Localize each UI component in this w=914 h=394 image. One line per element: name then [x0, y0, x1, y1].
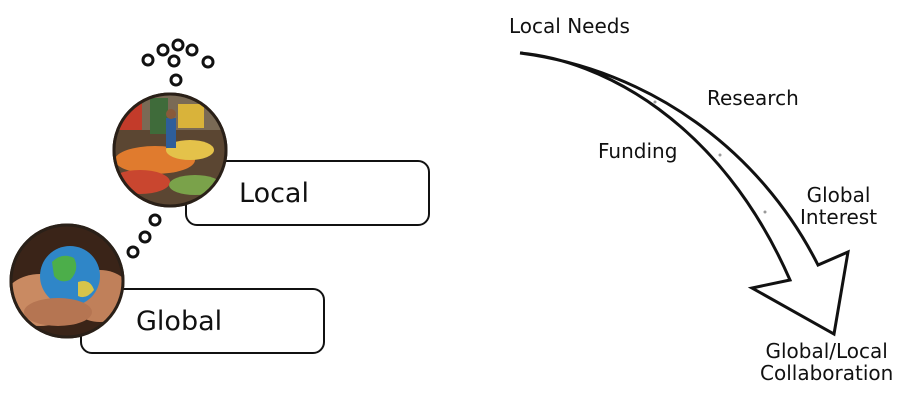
research-label: Research	[707, 86, 799, 110]
arrow-speckles	[653, 100, 767, 214]
funding-label: Funding	[598, 139, 678, 163]
flow-end-label: Global/Local Collaboration	[760, 340, 893, 385]
global-photo-frame-overlay	[9, 223, 125, 339]
flow-end-line2: Collaboration	[760, 361, 894, 386]
connector-dots-icon	[126, 213, 162, 259]
global-label: Global	[136, 305, 223, 337]
local-market-photo-overlay	[114, 94, 226, 206]
global-interest-label: Global Interest	[800, 184, 877, 229]
flow-start-label: Local Needs	[509, 14, 630, 38]
global-interest-line1: Global	[806, 183, 871, 207]
thought-bubble-dots-icon	[141, 38, 215, 87]
global-hands-photo-overlay	[11, 225, 123, 337]
local-label: Local	[239, 177, 309, 209]
flow-end-line1: Global/Local	[765, 339, 888, 363]
local-label-box: Local	[185, 160, 430, 226]
global-interest-line2: Interest	[800, 205, 878, 230]
local-photo-frame-overlay	[112, 92, 228, 208]
curved-arrow-icon	[519, 51, 850, 337]
